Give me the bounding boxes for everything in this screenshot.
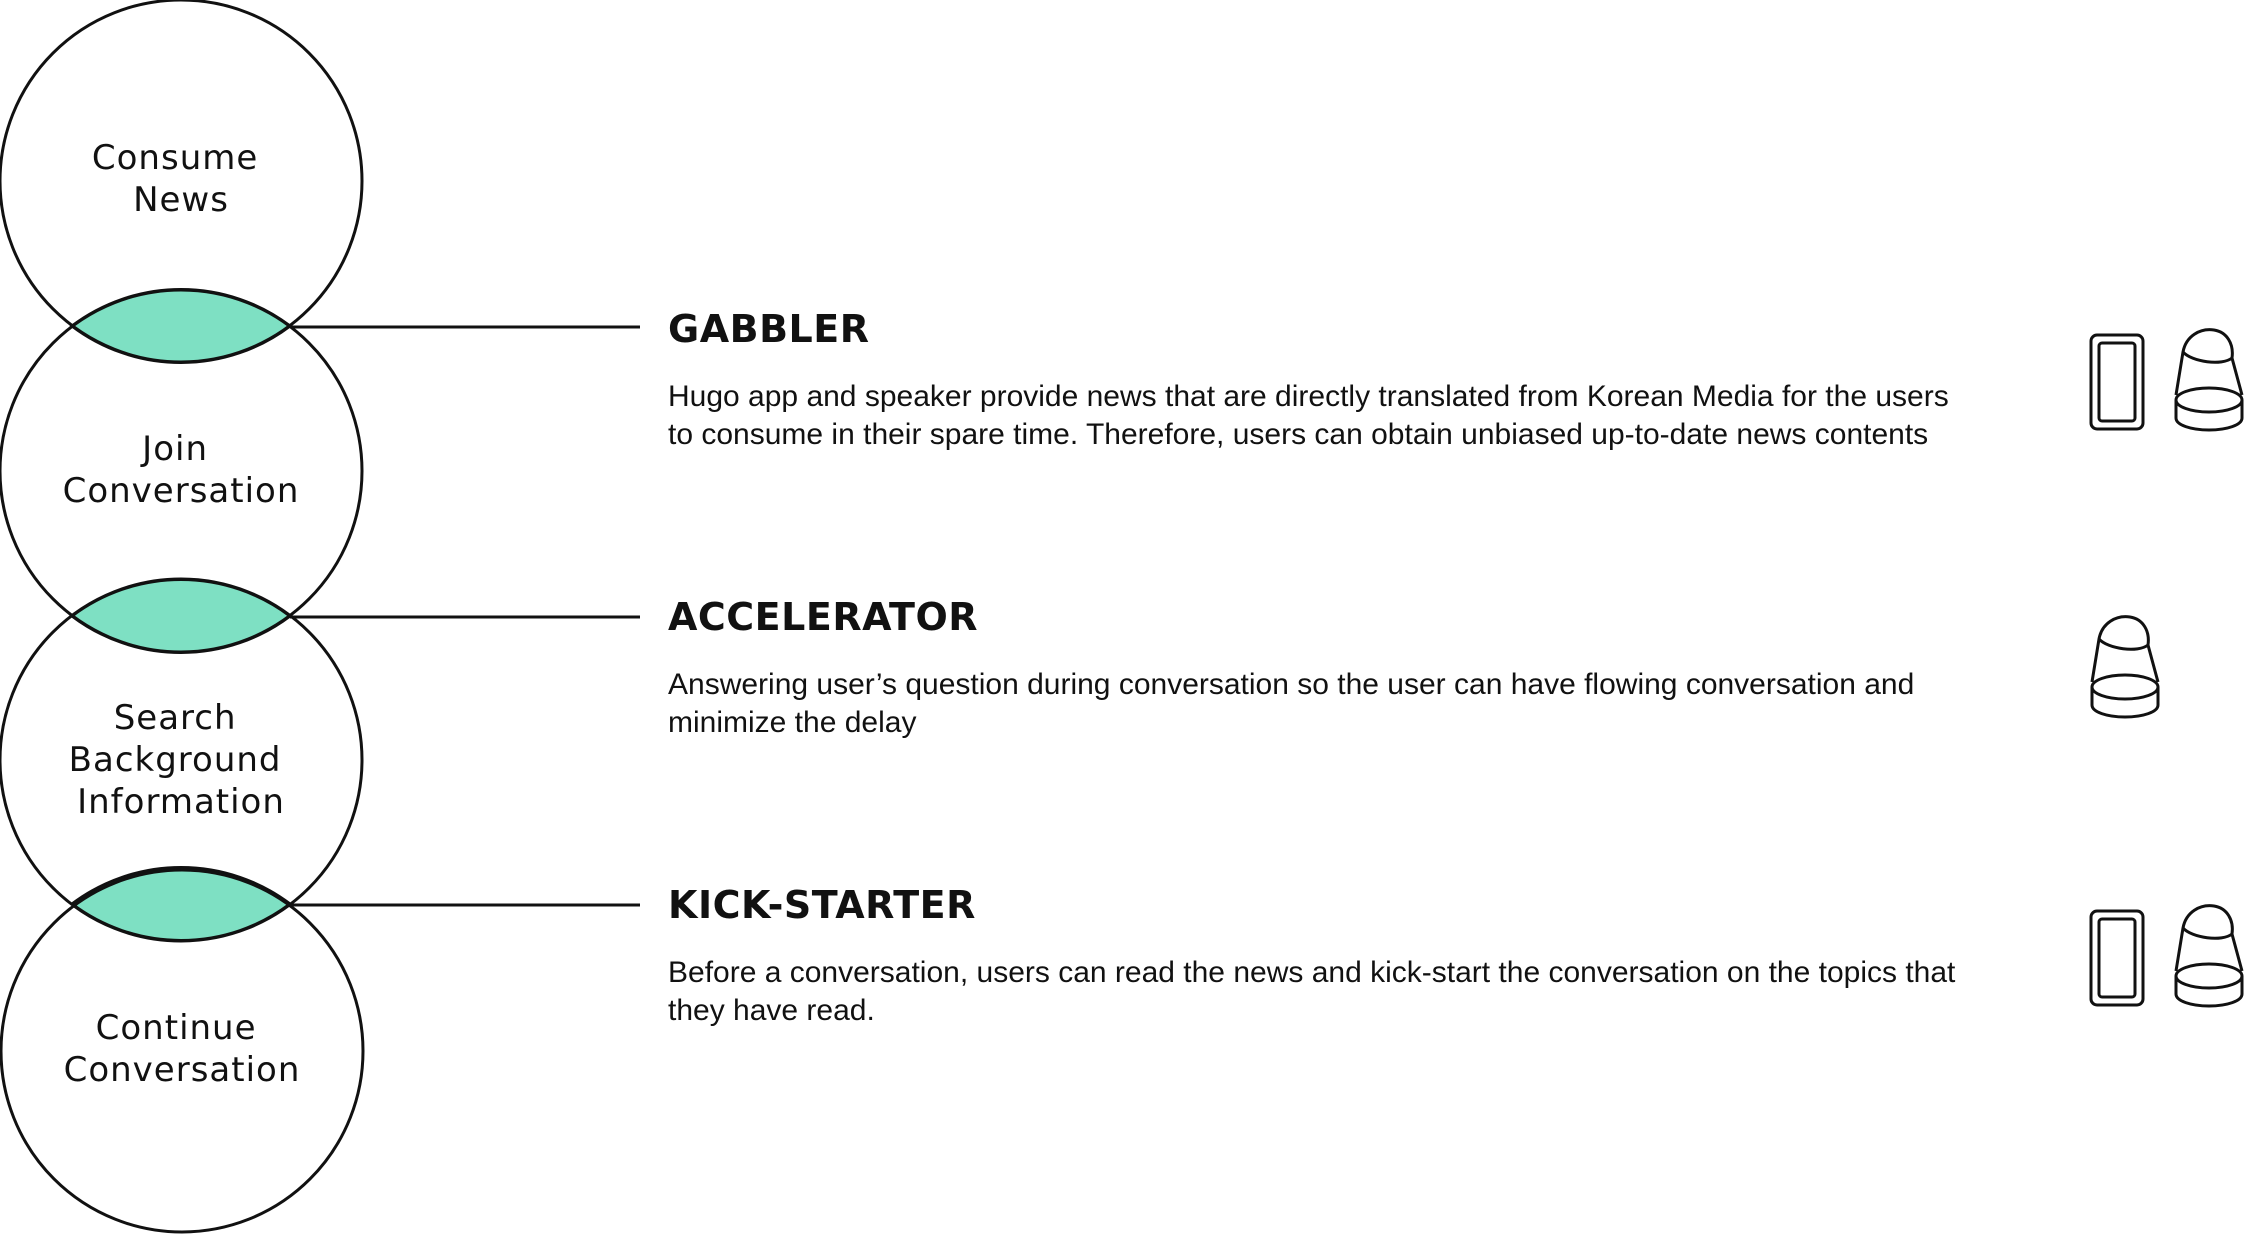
role-description-accelerator: Answering user’s question during convers… [668, 668, 1915, 739]
overlap-lenses [69, 288, 293, 942]
stage-circles [0, 0, 365, 1234]
connector-lines [290, 325, 640, 907]
circle-labels: Consume News Join Conversation Search Ba… [63, 138, 301, 1090]
circle-label-4: Continue Conversation [64, 1008, 301, 1090]
circle-label-1: Consume News [92, 138, 270, 220]
stage-circle-search-background [0, 577, 364, 943]
overlap-lens-1 [69, 288, 293, 364]
speaker-icon [2090, 615, 2160, 719]
circle-label-2: Join Conversation [63, 429, 300, 511]
phone-icon [2089, 333, 2145, 431]
role-description-gabbler: Hugo app and speaker provide news that a… [668, 380, 1949, 451]
device-icons [2089, 328, 2244, 1008]
stage-circle-join-conversation [0, 288, 364, 654]
overlap-lens-3 [69, 866, 293, 942]
role-title-kick-starter: KICK-STARTER [668, 883, 976, 927]
stage-circle-continue-conversation [0, 868, 365, 1234]
speaker-icon [2174, 904, 2244, 1008]
phone-icon [2089, 909, 2145, 1007]
overlap-lens-2 [69, 578, 293, 654]
role-description-kick-starter: Before a conversation, users can read th… [668, 956, 1956, 1027]
stage-circle-consume-news [0, 0, 364, 364]
speaker-icon [2174, 328, 2244, 432]
circle-label-3: Search Background Information [69, 698, 294, 822]
role-title-gabbler: GABBLER [668, 307, 870, 351]
role-title-accelerator: ACCELERATOR [668, 595, 979, 639]
